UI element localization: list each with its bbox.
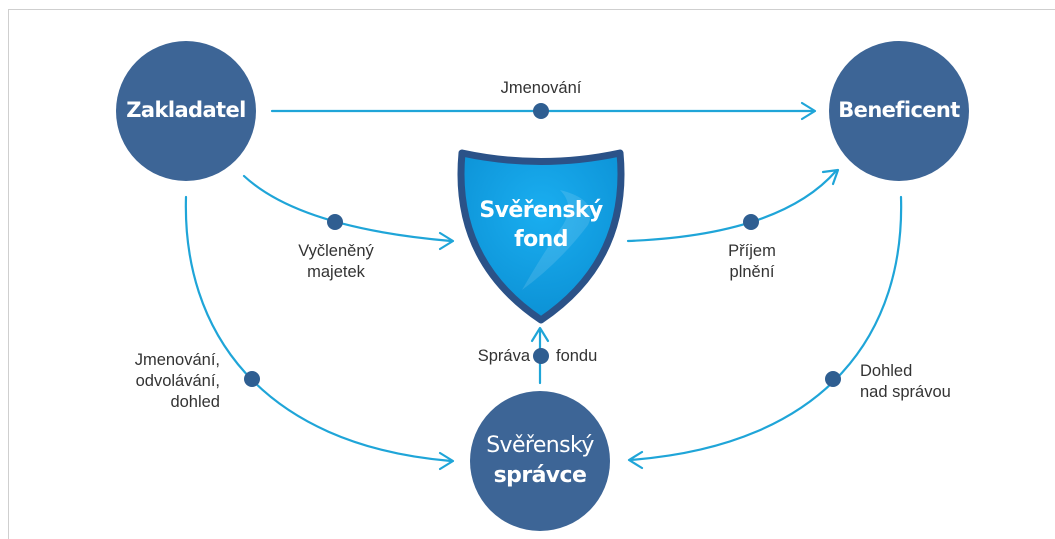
dot-appointment (533, 103, 549, 119)
dot-management (533, 348, 549, 364)
label-appoint-dismiss-line1: Jmenování, (134, 351, 220, 369)
label-benefit: Příjem plnění (700, 241, 804, 283)
frame-left-border (8, 9, 9, 539)
label-supervision: Dohled nad správou (860, 361, 990, 403)
dot-supervision (825, 371, 841, 387)
label-allocated-assets-line2: majetek (307, 263, 365, 281)
node-label-fund-line1: Svěřenský (479, 198, 603, 223)
arrow-appoint-dismiss (184, 195, 453, 463)
node-label-zakladatel: Zakladatel (126, 98, 246, 122)
dot-allocated-assets (327, 214, 343, 230)
label-benefit-line1: Příjem (728, 242, 776, 260)
node-label-trustee: Svěřenský správce (470, 431, 610, 491)
label-allocated-assets-line1: Vyčleněný (298, 242, 374, 260)
node-label-beneficent: Beneficent (838, 98, 960, 122)
shield-highlight (522, 190, 591, 290)
label-management-part1: Správa (477, 347, 530, 365)
label-appoint-dismiss: Jmenování, odvolávání, dohled (70, 350, 220, 413)
arrowhead-management (530, 326, 550, 343)
node-label-trustee-line2: správce (493, 463, 587, 488)
arrowhead-supervision (627, 450, 644, 470)
node-trustee (470, 391, 610, 531)
label-supervision-line2: nad správou (860, 383, 951, 401)
node-zakladatel (116, 41, 256, 181)
label-benefit-line2: plnění (729, 263, 775, 281)
label-appoint-dismiss-line3: dohled (170, 393, 220, 411)
node-label-trustee-line1: Svěřenský (486, 433, 594, 458)
arrowhead-appointment (800, 101, 817, 121)
arrow-benefit (626, 169, 838, 243)
arrowhead-allocated-assets (438, 231, 455, 251)
label-management-part2: fondu (556, 347, 598, 365)
label-appointment: Jmenování (500, 79, 582, 97)
shield-fund (457, 149, 625, 324)
arrowhead-benefit (821, 168, 840, 186)
frame-top-border (8, 9, 1055, 10)
arrowhead-appoint-dismiss (438, 451, 455, 471)
arrow-allocated-assets (242, 174, 453, 243)
node-label-fund-line2: fond (514, 227, 568, 252)
node-beneficent (829, 41, 969, 181)
dot-benefit (743, 214, 759, 230)
label-supervision-line1: Dohled (860, 362, 913, 380)
dot-appoint-dismiss (244, 371, 260, 387)
node-label-fund: Svěřenský fond (471, 196, 611, 254)
arrow-supervision (628, 195, 903, 462)
label-appoint-dismiss-line2: odvolávání, (135, 372, 220, 390)
label-allocated-assets: Vyčleněný majetek (266, 241, 406, 283)
